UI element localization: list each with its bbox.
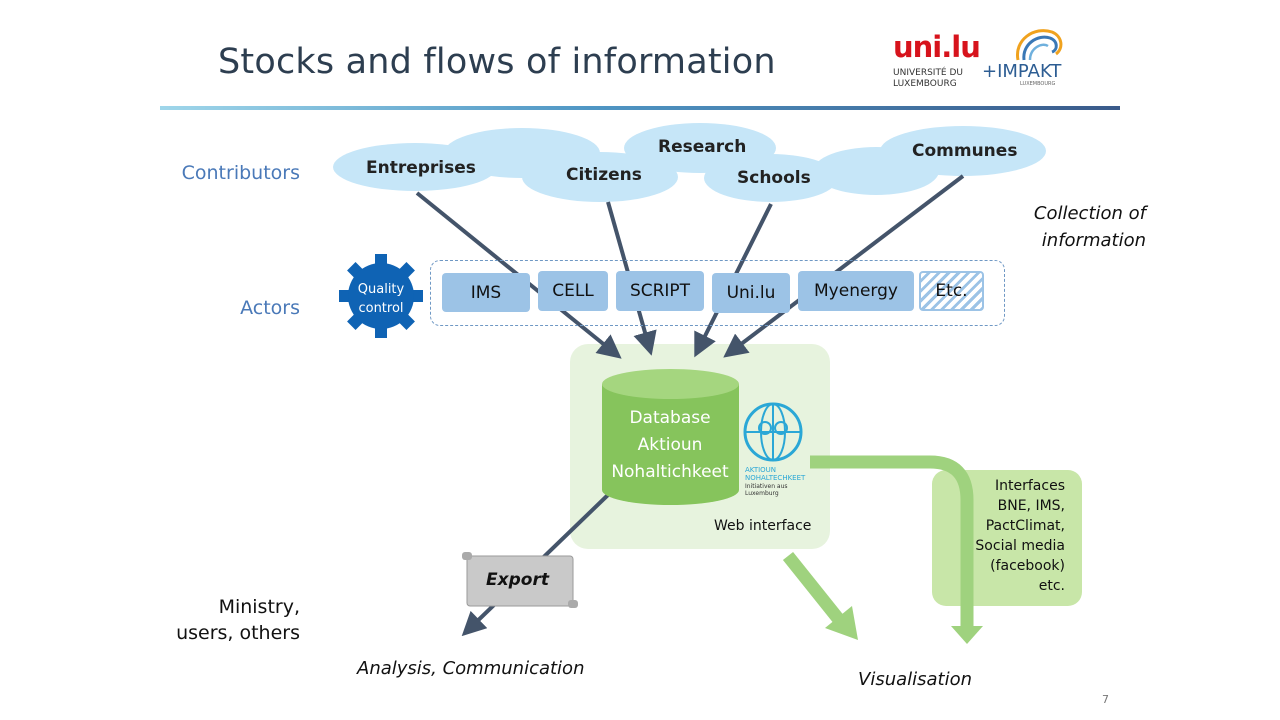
actor-unilu: Uni.lu: [712, 273, 790, 313]
arrow-communes: [723, 174, 965, 358]
green-arrows: [782, 455, 983, 644]
web-interface-label: Web interface: [714, 518, 812, 534]
impakt-logo: +IMPAKT: [982, 61, 1062, 82]
analysis-label: Analysis, Communication: [357, 658, 585, 679]
database-cylinder-icon: [602, 369, 739, 505]
actor-script: SCRIPT: [616, 271, 704, 311]
page-number: 7: [1102, 693, 1109, 706]
unilu-logo-subtitle: UNIVERSITÉ DU LUXEMBOURG: [893, 68, 964, 89]
unilu-logo: uni.lu: [893, 30, 981, 64]
aktioun-globe-icon: [743, 402, 803, 462]
users-label: Ministry, users, others: [176, 596, 300, 644]
contributor-schools: Schools: [737, 168, 811, 188]
impakt-logo-subtitle: LUXEMBOURG: [1020, 81, 1056, 87]
export-label: Export: [486, 570, 549, 590]
arrow-visualisation: [782, 551, 846, 626]
interfaces-panel: [932, 470, 1082, 606]
collection-label: Collection of information: [1033, 203, 1146, 251]
visualisation-label: Visualisation: [858, 669, 973, 690]
database-label: Database Aktioun Nohaltichkeet: [611, 408, 729, 482]
cloud-schools: [704, 154, 838, 202]
arrow-head-visualisation: [825, 606, 858, 640]
aktioun-logo-text: AKTIOUN NOHALTECHKEET: [745, 466, 806, 482]
actor-ims: IMS: [442, 273, 530, 312]
cloud-entreprises: [333, 143, 497, 191]
quality-control-gear-icon: [339, 254, 423, 338]
cloud-communes: [880, 126, 1046, 176]
contributor-citizens: Citizens: [566, 165, 642, 185]
title-underline: [160, 106, 1120, 110]
interfaces-list: Interfaces BNE, IMS, PactClimat, Social …: [975, 478, 1065, 594]
actor-myenergy: Myenergy: [798, 271, 914, 311]
actors-row-label: Actors: [240, 297, 300, 319]
aktioun-logo-subtitle: Initiativen aus Luxemburg: [745, 483, 788, 497]
contributor-communes: Communes: [912, 141, 1018, 161]
export-scroll-icon: [462, 552, 578, 608]
cloud-citizens: [522, 152, 678, 202]
actors-group-frame: [430, 260, 1005, 326]
contributors-row-label: Contributors: [181, 162, 300, 184]
quality-control-label: Quality control: [357, 282, 405, 316]
actor-etc: Etc.: [919, 271, 984, 311]
impakt-logo-swirl-icon: [1016, 29, 1063, 61]
contributor-entreprises: Entreprises: [366, 158, 476, 178]
contributor-research: Research: [658, 137, 747, 157]
slide-title: Stocks and flows of information: [218, 42, 776, 82]
contributor-clouds: [333, 123, 1046, 202]
actor-cell: CELL: [538, 271, 608, 311]
arrow-head-interfaces: [951, 626, 983, 644]
